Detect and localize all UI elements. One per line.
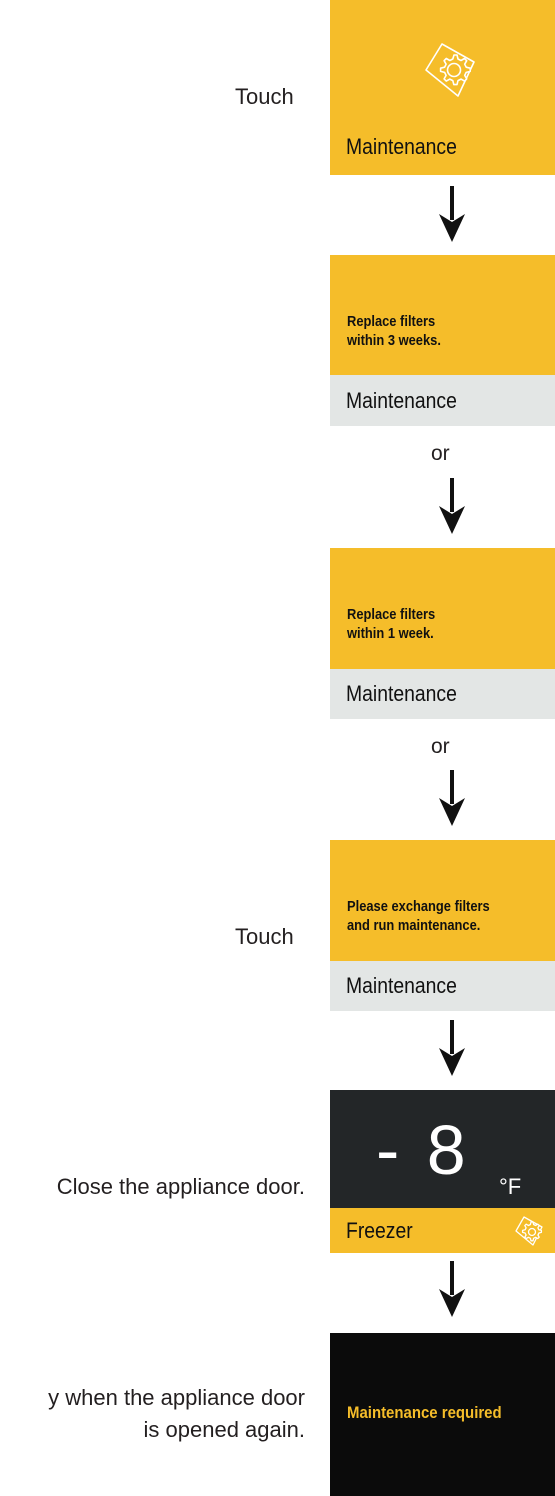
replace-3-weeks-line2: within 3 weeks. (347, 332, 441, 349)
maintenance-required-message: Maintenance required (347, 1403, 502, 1422)
or-separator: or (431, 442, 450, 465)
down-arrow-icon (437, 186, 467, 242)
replace-1-week-line1: Replace filters (347, 606, 436, 623)
replace-3-weeks-line1: Replace filters (347, 313, 436, 330)
gear-icon (514, 1214, 548, 1253)
replace-filters-1-week-panel: Replace filters within 1 week. (330, 548, 555, 669)
down-arrow-icon (437, 770, 467, 826)
touch-instruction: Touch (235, 924, 294, 949)
down-arrow-icon (437, 478, 467, 534)
freezer-label-bar: Freezer (330, 1208, 555, 1253)
replace-1-week-line2: within 1 week. (347, 625, 434, 642)
maintenance-footer-label: Maintenance (346, 388, 457, 413)
maintenance-footer-label: Maintenance (346, 681, 457, 706)
maintenance-footer-label: Maintenance (346, 973, 457, 998)
exchange-line2: and run maintenance. (347, 917, 481, 934)
replace-1-week-footer: Maintenance (330, 669, 555, 719)
touch-instruction: Touch (235, 84, 294, 109)
temperature-unit: °F (499, 1174, 522, 1199)
or-separator: or (431, 735, 450, 758)
gear-hand-icon (424, 40, 486, 105)
close-door-instruction: Close the appliance door. (56, 1174, 305, 1199)
freezer-display: - 8 °F (330, 1090, 555, 1208)
freezer-temperature: - 8 (376, 1111, 470, 1189)
maintenance-button-label: Maintenance (346, 134, 457, 159)
reopen-instruction-line2: is opened again. (143, 1417, 305, 1442)
replace-filters-3-weeks-panel: Replace filters within 3 weeks. (330, 255, 555, 375)
replace-3-weeks-footer: Maintenance (330, 375, 555, 426)
maintenance-footer-button[interactable]: Maintenance (330, 961, 555, 1011)
maintenance-required-display: Maintenance required (330, 1333, 555, 1496)
exchange-line1: Please exchange filters (347, 898, 490, 915)
freezer-label: Freezer (346, 1218, 413, 1243)
down-arrow-icon (437, 1261, 467, 1317)
maintenance-button[interactable]: Maintenance (330, 0, 555, 175)
reopen-instruction-line1: y when the appliance door (48, 1385, 305, 1410)
exchange-filters-panel: Please exchange filters and run maintena… (330, 840, 555, 961)
down-arrow-icon (437, 1020, 467, 1076)
